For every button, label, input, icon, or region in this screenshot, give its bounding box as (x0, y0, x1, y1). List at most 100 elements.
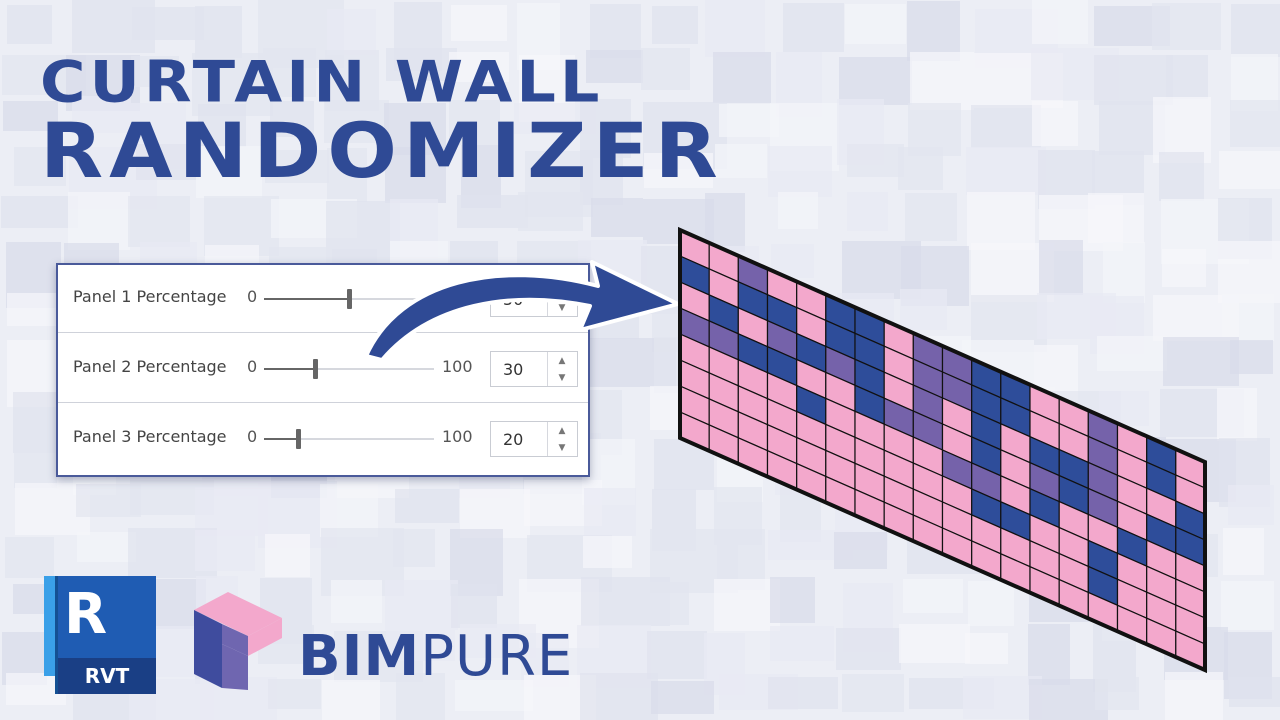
background-tile (449, 100, 500, 145)
background-tile (1163, 337, 1239, 386)
background-tile (196, 146, 262, 198)
background-tile (386, 48, 457, 81)
background-tile (396, 673, 445, 720)
background-tile (783, 3, 844, 52)
background-tile (1152, 3, 1221, 50)
number-input[interactable]: 20 ▲ ▼ (490, 421, 578, 457)
background-tile (449, 52, 509, 82)
background-tile (971, 105, 1041, 148)
background-tile (591, 198, 643, 237)
background-tile (384, 103, 446, 155)
background-tile (1223, 528, 1264, 575)
background-tile (715, 144, 767, 178)
brand-name: BIMPURE (298, 624, 573, 689)
spin-down-icon[interactable]: ▼ (558, 442, 566, 453)
slider-track[interactable] (264, 359, 434, 379)
brand-part-bold: BIM (298, 624, 421, 689)
background-tile (1222, 294, 1274, 341)
revit-tag: RVT (58, 658, 156, 694)
panel-row-2: Panel 2 Percentage 0 100 30 ▲ ▼ (58, 335, 588, 403)
background-tile (705, 0, 765, 57)
spin-down-icon[interactable]: ▼ (558, 302, 566, 313)
background-tile (327, 9, 376, 55)
background-tile (265, 150, 329, 183)
spin-down-icon[interactable]: ▼ (558, 372, 566, 383)
background-tile (903, 579, 963, 613)
background-tile (393, 529, 435, 567)
background-tile (1166, 55, 1208, 99)
background-tile (385, 147, 446, 203)
number-value[interactable]: 30 (503, 360, 524, 379)
curtain-wall-grid (678, 226, 1207, 674)
number-input[interactable]: 30 ▲ ▼ (490, 351, 578, 387)
background-tile (586, 50, 643, 83)
background-tile (327, 148, 367, 202)
brand-part-light: PURE (420, 624, 574, 689)
background-tile (907, 1, 960, 61)
background-tile (451, 584, 497, 628)
background-tile (1094, 55, 1173, 105)
background-tile (580, 150, 623, 205)
background-tile (584, 488, 636, 536)
background-tile (899, 624, 970, 663)
slider-max-label: 100 (442, 357, 473, 376)
slider-min-label: 0 (247, 357, 258, 376)
background-tile (1162, 249, 1206, 287)
background-tile (1028, 624, 1070, 685)
curtain-wall-frame (678, 226, 1207, 674)
background-tile (847, 192, 888, 231)
spinner: ▲ ▼ (547, 352, 577, 386)
background-tile (1, 196, 78, 228)
revit-logo-icon: R RVT (44, 576, 156, 694)
background-tile (644, 153, 713, 188)
bimpure-logo-icon (194, 592, 282, 690)
background-tile (778, 192, 818, 229)
slider-thumb[interactable] (296, 429, 301, 449)
background-tile (195, 6, 242, 58)
slider-thumb[interactable] (313, 359, 318, 379)
row-label: Panel 2 Percentage (73, 357, 227, 376)
background-tile (14, 147, 66, 186)
background-tile (68, 192, 130, 250)
background-tile (1159, 152, 1204, 201)
background-tile (905, 193, 957, 241)
background-tile (451, 5, 507, 41)
spin-up-icon[interactable]: ▲ (558, 425, 566, 436)
background-tile (395, 489, 459, 523)
background-tile (1029, 679, 1108, 720)
background-tile (3, 101, 58, 131)
background-tile (195, 487, 268, 536)
background-tile (651, 681, 714, 714)
background-tile (714, 579, 780, 631)
background-tile (1221, 581, 1274, 630)
background-tile (834, 532, 887, 569)
background-tile (268, 679, 321, 709)
background-tile (641, 48, 690, 90)
background-tile (768, 677, 838, 709)
slider-max-label: 100 (442, 427, 473, 446)
background-tile (136, 144, 199, 180)
revit-letter: R (64, 582, 108, 647)
spin-up-icon[interactable]: ▲ (558, 355, 566, 366)
background-tile (128, 196, 190, 247)
slider-track[interactable] (264, 429, 434, 449)
background-tile (1217, 388, 1257, 441)
slider-thumb[interactable] (347, 289, 352, 309)
title-line-1: CURTAIN WALL (40, 48, 604, 116)
background-tile (898, 147, 943, 190)
background-tile (1219, 151, 1280, 189)
background-tile (265, 534, 310, 577)
background-tile (910, 52, 974, 110)
number-value[interactable]: 20 (503, 430, 524, 449)
slider-track[interactable] (264, 289, 434, 309)
background-tile (195, 530, 255, 571)
background-tile (713, 52, 771, 103)
background-tile (836, 628, 901, 670)
background-tile (7, 5, 52, 44)
background-tile (1088, 193, 1144, 243)
curved-arrow-icon (364, 260, 680, 362)
background-tile (1231, 4, 1280, 57)
background-tile (1032, 101, 1078, 146)
background-tile (77, 532, 136, 562)
panel-row-3: Panel 3 Percentage 0 100 20 ▲ ▼ (58, 405, 588, 473)
